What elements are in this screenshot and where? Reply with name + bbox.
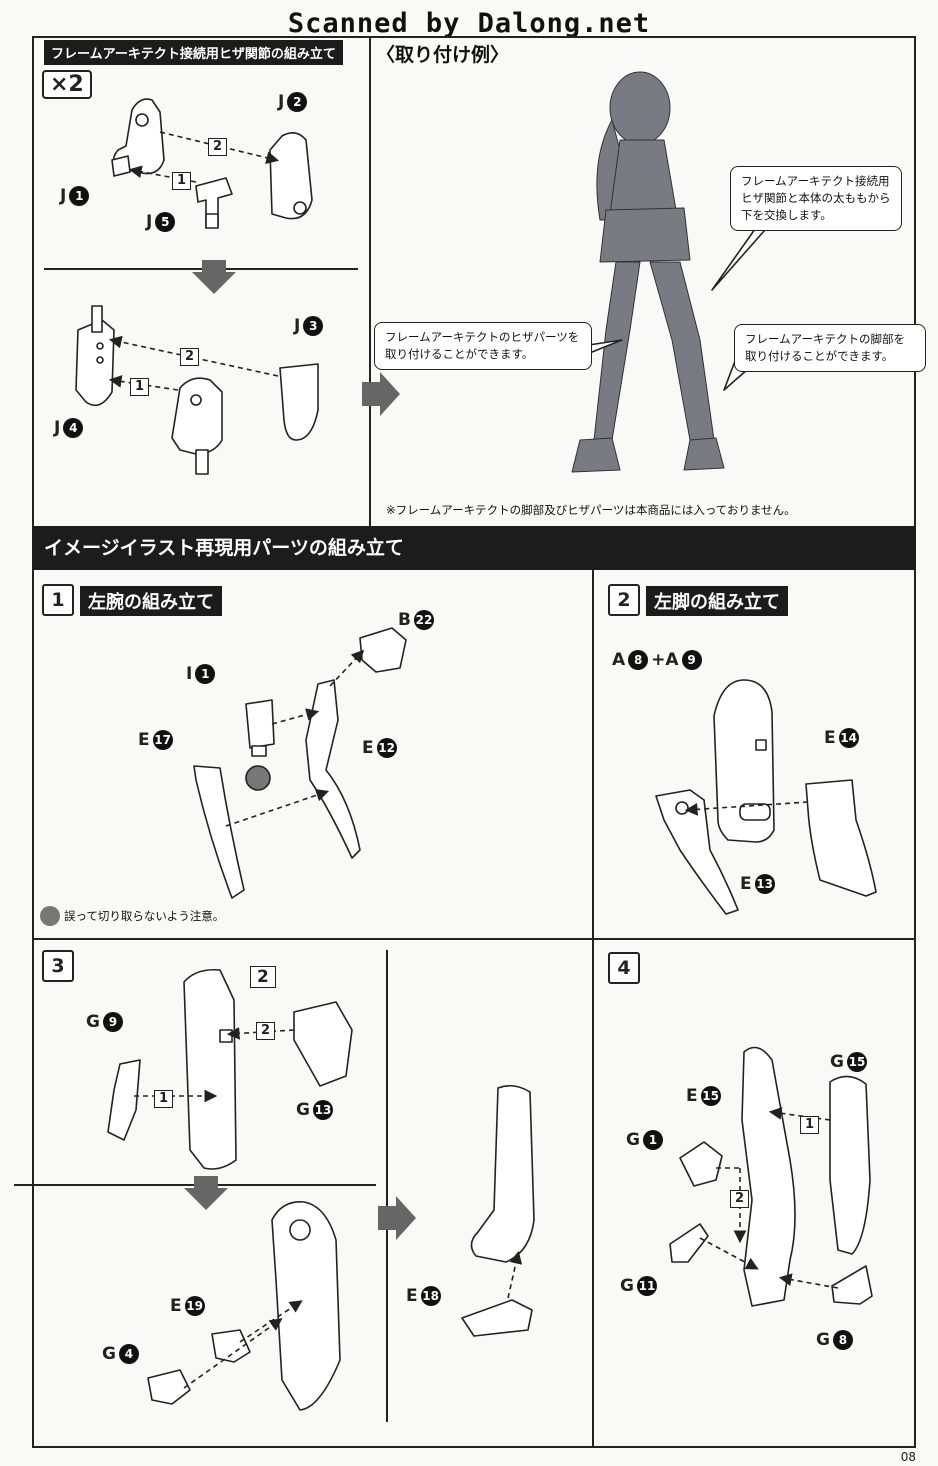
part-e12-drawing (305, 679, 361, 859)
part-e13-drawing (655, 789, 739, 915)
part-a8-a9-drawing (713, 679, 775, 843)
right-arrow-icon (378, 1196, 416, 1240)
part-g4-drawing (147, 1369, 191, 1405)
order-mark: 1 (172, 172, 192, 190)
part-g9-drawing (107, 1059, 141, 1141)
step-3-number: 3 (42, 950, 74, 982)
step-1-title: 左腕の組み立て (80, 586, 222, 616)
part-step3-leg-drawing (183, 968, 237, 1170)
right-arrow-icon (362, 372, 400, 416)
figure-example-drawing (571, 71, 725, 473)
callout-leg: フレームアーキテクトの脚部を取り付けることができます。 (734, 324, 926, 372)
step-1-number: 1 (42, 584, 74, 616)
divider-mid-vertical (592, 570, 594, 1448)
part-e19-drawing (211, 1329, 251, 1363)
divider-top-left (44, 268, 358, 270)
knee-joint-title: フレームアーキテクト接続用ヒザ関節の組み立て (44, 40, 343, 65)
down-arrow-icon (184, 1176, 228, 1210)
section-bar: イメージイラスト再現用パーツの組み立て (32, 526, 916, 570)
callout-thigh: フレームアーキテクト接続用ヒザ関節と本体の太ももから下を交換します。 (730, 166, 902, 231)
caution-note: 誤って切り取らないよう注意。 (40, 906, 224, 926)
part-j2-drawing (269, 132, 313, 220)
callout-knee: フレームアーキテクトのヒザパーツを取り付けることができます。 (374, 322, 592, 370)
watermark: Scanned by Dalong.net (287, 8, 651, 39)
order-mark: 2 (256, 1022, 276, 1040)
part-step3-lower-leg-drawing (271, 1201, 341, 1411)
divider-mid-horizontal (32, 938, 916, 940)
example-title: 〈取り付け例〉 (376, 44, 510, 66)
order-mark: 2 (208, 138, 228, 156)
part-e17-drawing (193, 765, 245, 899)
divider-step3-inner (386, 950, 388, 1422)
order-mark: 1 (130, 378, 150, 396)
part-step3-foot-drawing (461, 1084, 535, 1337)
step-4-number: 4 (608, 952, 640, 984)
page-frame (32, 36, 916, 1448)
part-j5-drawing (195, 177, 233, 229)
part-g8-drawing (831, 1265, 873, 1305)
caution-icon (40, 906, 60, 926)
example-note: ※フレームアーキテクトの脚部及びヒザパーツは本商品には入っておりません。 (386, 503, 796, 517)
part-j1-drawing (111, 98, 165, 177)
part-g1-drawing (679, 1141, 723, 1187)
part-i1-drawing (245, 699, 275, 791)
part-e14-drawing (805, 779, 877, 897)
part-step4-leg-drawing (741, 1046, 796, 1307)
down-arrow-icon (192, 260, 236, 294)
order-mark: 2 (180, 348, 200, 366)
quantity-badge: ×2 (42, 70, 92, 99)
divider-top-vertical (369, 36, 371, 526)
part-g13-drawing (293, 1001, 353, 1087)
part-j3-drawing (279, 363, 319, 441)
part-g15-drawing (829, 1075, 871, 1255)
order-mark: 1 (800, 1116, 820, 1134)
part-knee-assembly-drawing (171, 377, 223, 475)
step-2-number: 2 (608, 584, 640, 616)
part-b22-drawing (359, 627, 407, 673)
part-g11-drawing (669, 1223, 709, 1263)
reference-step-mark: 2 (250, 966, 276, 988)
order-mark: 1 (154, 1090, 174, 1108)
order-mark: 2 (730, 1190, 750, 1208)
page-number: 08 (900, 1450, 916, 1464)
part-j4-drawing (75, 305, 115, 407)
step-2-title: 左脚の組み立て (646, 586, 788, 616)
